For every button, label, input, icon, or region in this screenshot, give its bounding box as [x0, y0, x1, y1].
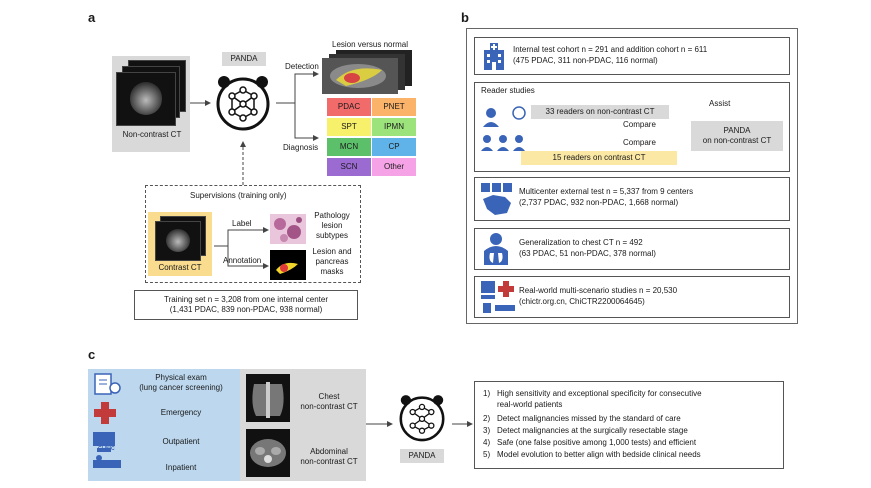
scenario-physical-exam: Physical exam (lung cancer screening) — [139, 373, 223, 392]
subtype-pnet: PNET — [372, 98, 416, 116]
subtype-other: Other — [372, 158, 416, 176]
outcomes-box: 1)High sensitivity and exceptional speci… — [474, 381, 784, 469]
panda-label-a: PANDA — [222, 52, 266, 66]
external-line1: Multicenter external test n = 5,337 from… — [519, 187, 694, 196]
external-test-box: Multicenter external test n = 5,337 from… — [474, 177, 790, 221]
neural-network-icon-c — [399, 395, 445, 442]
reader-title: Reader studies — [481, 86, 535, 95]
real-line2: (chictr.org.cn, ChiCTR2200064645) — [519, 297, 645, 306]
subtype-ipmn: IPMN — [372, 118, 416, 136]
panel-letter-b: b — [461, 10, 469, 25]
clinic-icons — [481, 281, 515, 313]
outcome-4: 4)Safe (one false positive among 1,000 t… — [483, 438, 697, 447]
outcome-1: 1)High sensitivity and exceptional speci… — [483, 389, 702, 398]
pathology-image — [270, 214, 306, 244]
internal-test-box: Internal test cohort n = 291 and additio… — [474, 37, 790, 75]
mask-image — [270, 250, 306, 280]
supervision-title: Supervisions (training only) — [190, 191, 287, 200]
assist-label: Assist — [709, 99, 731, 108]
scenario-icons — [93, 373, 121, 468]
subtype-spt: SPT — [327, 118, 371, 136]
mask-text: Lesion and pancreas masks — [312, 247, 352, 276]
annotation-arrow-text: Annotation — [223, 256, 262, 265]
real-world-box: Real-world multi-scenario studies n = 20… — [474, 276, 790, 318]
lesion-title: Lesion versus normal — [332, 40, 409, 49]
compare-label-1: Compare — [623, 120, 656, 129]
panda-noncontrast: PANDA on non-contrast CT — [691, 121, 783, 151]
internal-line2: (475 PDAC, 311 non-PDAC, 116 normal) — [513, 56, 658, 65]
chest-ct-box: Generalization to chest CT n = 492 (63 P… — [474, 228, 790, 270]
noncontrast-ct-label: Non-contrast CT — [122, 130, 182, 139]
chest-ct-image — [246, 374, 290, 422]
clinic-tag: CLINIC — [98, 446, 115, 452]
subtype-mcn: MCN — [327, 138, 371, 156]
subtype-scn: SCN — [327, 158, 371, 176]
scenario-emergency: Emergency — [160, 408, 202, 417]
abdominal-ct-image — [246, 429, 290, 477]
ct-slice-front — [116, 72, 176, 126]
readers-icon — [481, 106, 526, 151]
chest-line2: (63 PDAC, 51 non-PDAC, 378 normal) — [519, 249, 656, 258]
detection-label: Detection — [285, 62, 319, 71]
outcome-2: 2)Detect malignancies missed by the stan… — [483, 414, 681, 423]
contrast-slice-front — [155, 221, 201, 261]
diagnosis-label: Diagnosis — [283, 143, 319, 152]
chest-scan-icon — [484, 233, 508, 265]
map-hospital-icon — [481, 183, 512, 215]
validation-panel — [466, 28, 798, 324]
subtype-pdac: PDAC — [327, 98, 371, 116]
abdominal-ct-label: Abdominal non-contrast CT — [300, 447, 358, 466]
outcome-3: 3)Detect malignancies at the surgically … — [483, 426, 688, 435]
outcome-5: 5)Model evolution to better align with b… — [483, 450, 701, 459]
subtype-cp: CP — [372, 138, 416, 156]
lesion-ct-image — [322, 50, 412, 94]
label-arrow-text: Label — [232, 219, 252, 228]
readers-contrast: 15 readers on contrast CT — [521, 151, 677, 165]
contrast-ct-label: Contrast CT — [158, 263, 202, 272]
panel-letter-c: c — [88, 347, 96, 362]
scenario-outpatient: Outpatient — [162, 437, 200, 446]
reader-studies-box: Reader studies 33 readers on non-contras… — [474, 82, 790, 172]
external-line2: (2,737 PDAC, 932 non-PDAC, 1,668 normal) — [519, 198, 679, 207]
pathology-text: Pathology lesion subtypes — [314, 211, 350, 240]
compare-label-2: Compare — [623, 138, 656, 147]
panel-letter-a: a — [88, 10, 96, 25]
outcome-1-line2: real-world patients — [497, 400, 563, 409]
supervision-box — [145, 185, 361, 283]
internal-line1: Internal test cohort n = 291 and additio… — [513, 45, 708, 54]
chest-ct-label: Chest non-contrast CT — [300, 392, 358, 411]
neural-network-icon — [216, 76, 270, 131]
scenario-inpatient: Inpatient — [165, 463, 197, 472]
real-line1: Real-world multi-scenario studies n = 20… — [519, 286, 678, 295]
training-set-box: Training set n = 3,208 from one internal… — [134, 290, 358, 320]
panda-label-c: PANDA — [400, 449, 444, 463]
chest-line1: Generalization to chest CT n = 492 — [519, 238, 643, 247]
hospital-icon — [484, 43, 504, 70]
readers-noncontrast: 33 readers on non-contrast CT — [531, 105, 669, 119]
